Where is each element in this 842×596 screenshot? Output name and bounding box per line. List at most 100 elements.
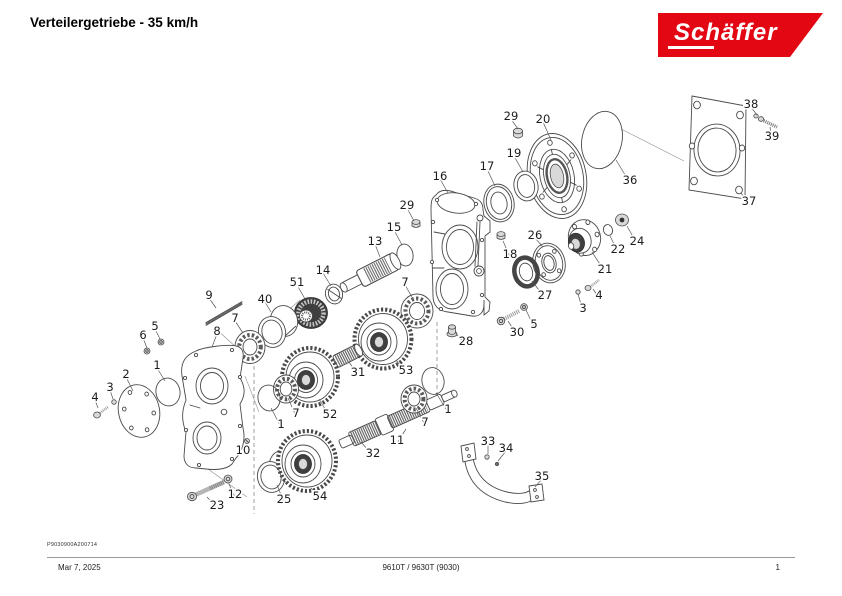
page-title: Verteilergetriebe - 35 km/h bbox=[30, 15, 199, 30]
part-cover-2 bbox=[117, 384, 161, 438]
part-nut-5-right bbox=[520, 303, 528, 311]
callout-leader-52 bbox=[318, 398, 331, 418]
callout-label-53: 53 bbox=[399, 363, 414, 377]
callout-leader-17 bbox=[486, 168, 496, 187]
footer-rule bbox=[47, 557, 795, 558]
callout-label-7: 7 bbox=[292, 406, 299, 420]
callout-label-10: 10 bbox=[236, 443, 251, 457]
callout-label-20: 20 bbox=[536, 112, 551, 126]
callout-label-34: 34 bbox=[499, 441, 514, 455]
callout-label-11: 11 bbox=[390, 433, 405, 447]
callout-leader-37 bbox=[740, 192, 750, 205]
callout-leader-32 bbox=[360, 441, 374, 457]
callout-leader-10 bbox=[242, 442, 248, 454]
part-bolt-23 bbox=[186, 479, 225, 502]
part-bearing-7-mid bbox=[273, 374, 299, 404]
part-gear-51 bbox=[294, 297, 328, 329]
schaeffer-logo-underline bbox=[668, 46, 714, 49]
callout-label-7: 7 bbox=[231, 311, 238, 325]
callout-leader-21 bbox=[591, 251, 606, 273]
callout-label-31: 31 bbox=[351, 365, 366, 379]
callout-leader-4 bbox=[592, 288, 600, 299]
part-seal-17 bbox=[483, 183, 515, 223]
callout-leader-22 bbox=[609, 235, 619, 253]
callout-leader-54 bbox=[310, 487, 321, 500]
part-bolt-38-39 bbox=[753, 113, 778, 129]
part-nut-12 bbox=[223, 474, 233, 484]
callout-label-6: 6 bbox=[139, 328, 146, 342]
callout-leader-29 bbox=[406, 207, 415, 222]
callout-label-40: 40 bbox=[258, 292, 273, 306]
callout-leader-31 bbox=[348, 361, 359, 376]
callout-leader-39 bbox=[769, 126, 773, 140]
callout-leader-28 bbox=[455, 333, 467, 345]
callout-leader-16 bbox=[439, 178, 449, 194]
callout-leader-1 bbox=[435, 392, 449, 413]
callout-label-28: 28 bbox=[459, 334, 474, 348]
callout-label-25: 25 bbox=[277, 492, 292, 506]
callout-leader-5 bbox=[154, 328, 161, 340]
callout-label-16: 16 bbox=[433, 169, 448, 183]
callout-leader-7 bbox=[234, 320, 244, 334]
callout-label-8: 8 bbox=[213, 324, 220, 338]
callout-leader-51 bbox=[296, 284, 306, 300]
part-stud-9 bbox=[205, 301, 243, 326]
callout-label-38: 38 bbox=[744, 97, 759, 111]
callout-leader-4 bbox=[94, 399, 99, 409]
callout-leader-53 bbox=[395, 359, 407, 374]
callout-label-26: 26 bbox=[528, 228, 543, 242]
callout-label-19: 19 bbox=[507, 146, 522, 160]
callout-leader-23 bbox=[206, 496, 218, 509]
callout-label-14: 14 bbox=[316, 263, 331, 277]
part-shim-14 bbox=[324, 283, 344, 305]
callout-label-4: 4 bbox=[91, 390, 98, 404]
callout-label-18: 18 bbox=[503, 247, 518, 261]
part-washer-3-right bbox=[575, 289, 581, 295]
callout-leader-12 bbox=[228, 483, 236, 498]
callout-leader-35 bbox=[534, 478, 543, 488]
callout-label-29: 29 bbox=[400, 198, 415, 212]
footer-model: 9610T / 9630T (9030) bbox=[382, 563, 460, 572]
callout-leader-7 bbox=[404, 284, 413, 298]
callout-leader-27 bbox=[531, 280, 546, 299]
callout-leader-25 bbox=[276, 484, 285, 503]
part-screw-4-right bbox=[584, 278, 600, 291]
callout-label-12: 12 bbox=[228, 487, 243, 501]
part-shaft-13 bbox=[339, 252, 402, 293]
callout-label-21: 21 bbox=[598, 262, 613, 276]
callout-leader-38 bbox=[750, 106, 758, 116]
part-washer-3-left bbox=[111, 399, 117, 405]
part-oring-1-right bbox=[421, 367, 445, 395]
part-bearing-7-top bbox=[400, 293, 434, 329]
callout-leader-15 bbox=[393, 229, 403, 246]
callout-leader-6 bbox=[142, 337, 148, 349]
part-flange-26 bbox=[532, 242, 566, 284]
callout-label-37: 37 bbox=[742, 194, 757, 208]
callout-label-3: 3 bbox=[106, 380, 113, 394]
callout-label-39: 39 bbox=[765, 129, 780, 143]
part-housing-16 bbox=[429, 190, 491, 317]
part-nut-6 bbox=[143, 347, 151, 355]
part-screw-4-left bbox=[93, 405, 109, 419]
footer-page-number: 1 bbox=[775, 563, 780, 572]
part-oring-1-left bbox=[155, 377, 181, 407]
part-oring-1-mid bbox=[257, 384, 281, 412]
callout-label-29: 29 bbox=[504, 109, 519, 123]
callout-leader-3 bbox=[577, 293, 584, 312]
callout-label-9: 9 bbox=[205, 288, 212, 302]
callout-leader-40 bbox=[264, 301, 272, 313]
callout-label-1: 1 bbox=[153, 358, 160, 372]
callout-label-15: 15 bbox=[387, 220, 402, 234]
callout-label-35: 35 bbox=[535, 469, 550, 483]
callout-leader-14 bbox=[322, 272, 332, 287]
callout-label-7: 7 bbox=[401, 275, 408, 289]
callout-leader-5 bbox=[525, 309, 535, 328]
callout-leader-29 bbox=[510, 118, 519, 130]
part-plate-37 bbox=[688, 95, 747, 200]
part-gear-54 bbox=[276, 429, 338, 493]
part-gear-53 bbox=[352, 307, 414, 371]
callout-leader-34 bbox=[497, 450, 507, 462]
